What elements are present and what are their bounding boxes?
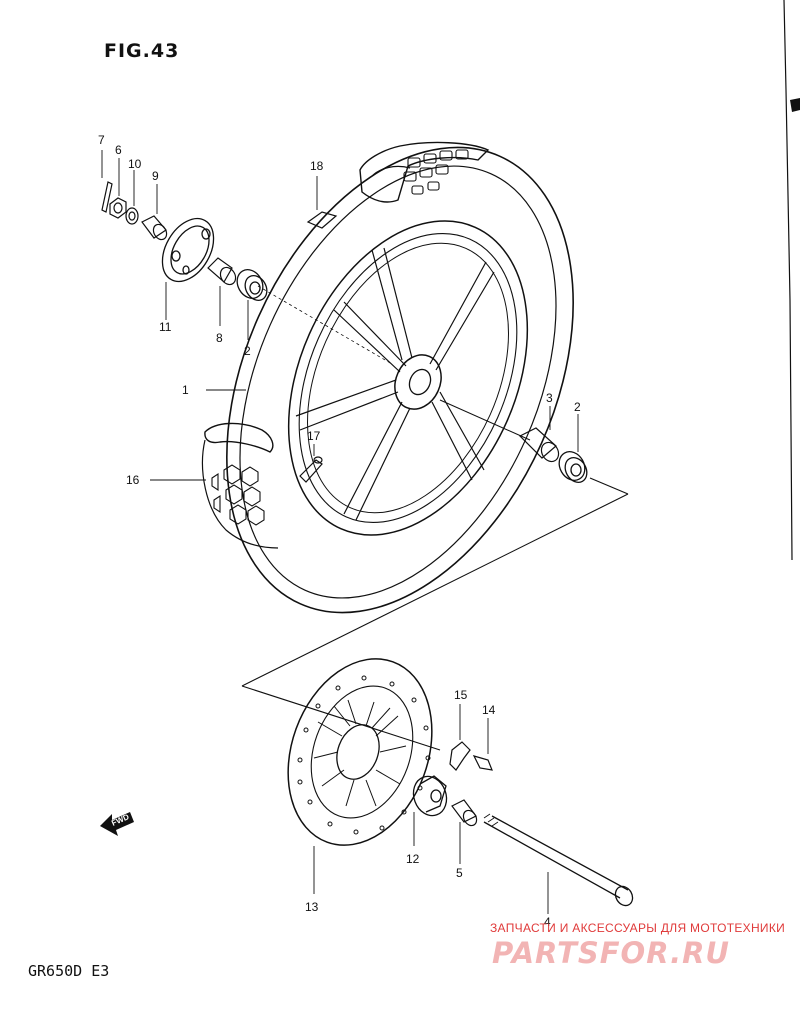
tread-pattern-top [403, 149, 469, 195]
callout-11: 11 [159, 320, 172, 334]
inner-spacer [207, 257, 237, 326]
speedometer-gearbox [412, 775, 448, 846]
page-edge-fragment [783, 0, 800, 561]
figure-title: FIG.43 [104, 40, 180, 62]
wheel-bearing-right [558, 414, 588, 483]
callout-10: 10 [128, 157, 142, 171]
hub-cover-plate [161, 217, 215, 320]
callout-labels: 7 6 10 9 18 11 8 2 1 3 2 17 16 15 14 12 … [98, 133, 581, 929]
callout-13: 13 [305, 900, 319, 914]
callout-5: 5 [456, 866, 463, 880]
washer [125, 170, 139, 225]
forward-direction-arrow: FWD [100, 812, 134, 836]
callout-16: 16 [126, 473, 140, 487]
callout-2-right: 2 [574, 400, 581, 414]
tread-pattern-bottom [211, 464, 265, 526]
lock-washer [449, 704, 471, 771]
model-code: GR650D E3 [28, 962, 110, 980]
callout-6: 6 [115, 143, 122, 157]
callout-12: 12 [406, 852, 420, 866]
watermark-logo: PARTSFOR.RU [492, 936, 730, 970]
callout-9: 9 [152, 169, 159, 183]
bolt [472, 718, 493, 771]
callout-15: 15 [454, 688, 468, 702]
callout-4: 4 [544, 915, 551, 929]
callout-14: 14 [482, 703, 496, 717]
front-axle [483, 813, 634, 914]
balance-weight [306, 176, 338, 229]
cast-wheel-rim [287, 220, 529, 536]
spacer-right [518, 406, 560, 463]
callout-2-left: 2 [244, 344, 251, 358]
wheel-bearing-left [236, 269, 268, 340]
watermark-tagline: ЗАПЧАСТИ И АКСЕССУАРЫ ДЛЯ МОТОТЕХНИКИ [490, 921, 786, 935]
callout-18: 18 [310, 159, 324, 173]
tyre-valve [299, 444, 323, 483]
callout-3: 3 [546, 391, 553, 405]
spacer [141, 184, 168, 241]
callout-1: 1 [182, 383, 189, 397]
split-pin [101, 150, 113, 213]
assembly-guide-lines [241, 477, 629, 751]
tyre [201, 141, 574, 614]
axle-nut [109, 158, 127, 219]
axle-spacer [451, 799, 478, 864]
callout-8: 8 [216, 331, 223, 345]
callout-7: 7 [98, 133, 105, 147]
callout-17: 17 [307, 429, 321, 443]
brake-disc [287, 658, 433, 894]
